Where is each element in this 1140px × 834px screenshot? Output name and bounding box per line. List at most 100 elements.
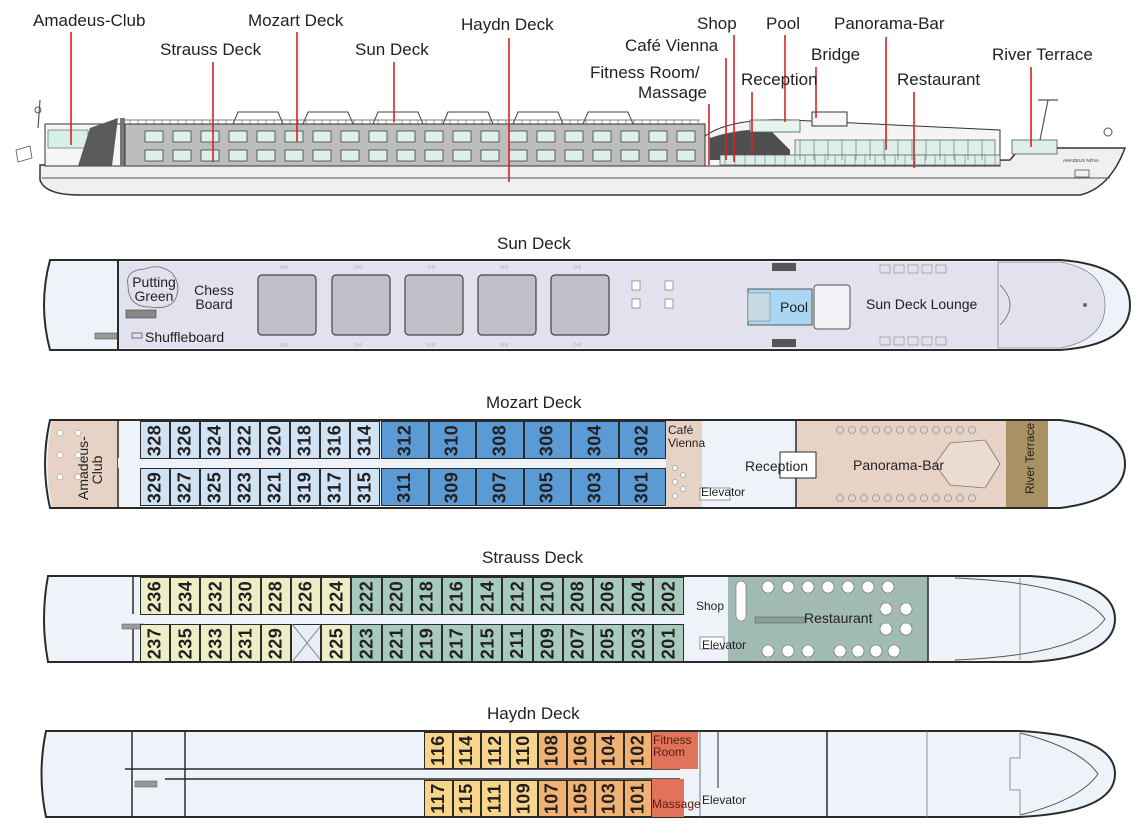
cabin-234[interactable]: 234 (170, 577, 201, 615)
cabin-empty[interactable] (291, 624, 322, 662)
cabin-109[interactable]: 109 (509, 780, 538, 817)
cabin-number: 320 (264, 424, 285, 456)
cabin-number: 236 (144, 580, 165, 612)
sun-canopy (331, 274, 391, 336)
cabin-322[interactable]: 322 (230, 421, 260, 459)
sun-deck-plan: ○○○○○○○○○○○○○○○○○○○○ Putting Green Chess… (0, 255, 1140, 355)
cabin-204[interactable]: 204 (623, 577, 654, 615)
cabin-201[interactable]: 201 (653, 624, 684, 662)
cabin-number: 115 (456, 783, 477, 814)
cabin-326[interactable]: 326 (170, 421, 200, 459)
cabin-114[interactable]: 114 (452, 732, 481, 769)
cabin-117[interactable]: 117 (424, 780, 453, 817)
cabin-229[interactable]: 229 (260, 624, 291, 662)
cabin-311[interactable]: 311 (381, 468, 429, 506)
cabin-number: 201 (657, 627, 678, 659)
cabin-number: 228 (265, 580, 286, 612)
cabin-111[interactable]: 111 (481, 780, 510, 817)
cabin-205[interactable]: 205 (593, 624, 624, 662)
cabin-number: 322 (234, 424, 255, 456)
cabin-112[interactable]: 112 (481, 732, 510, 769)
cabin-215[interactable]: 215 (472, 624, 503, 662)
cabin-221[interactable]: 221 (381, 624, 412, 662)
cabin-110[interactable]: 110 (509, 732, 538, 769)
cabin-235[interactable]: 235 (170, 624, 201, 662)
cabin-211[interactable]: 211 (502, 624, 533, 662)
cabin-323[interactable]: 323 (230, 468, 260, 506)
cabin-210[interactable]: 210 (532, 577, 563, 615)
cabin-115[interactable]: 115 (452, 780, 481, 817)
cabin-207[interactable]: 207 (562, 624, 593, 662)
cabin-324[interactable]: 324 (200, 421, 230, 459)
cabin-304[interactable]: 304 (571, 421, 619, 459)
reception-label: Reception (745, 458, 809, 474)
cabin-104[interactable]: 104 (595, 732, 624, 769)
cabin-309[interactable]: 309 (428, 468, 476, 506)
cabin-315[interactable]: 315 (350, 468, 380, 506)
cabin-107[interactable]: 107 (538, 780, 567, 817)
cabin-212[interactable]: 212 (502, 577, 533, 615)
cabin-206[interactable]: 206 (593, 577, 624, 615)
cabin-220[interactable]: 220 (381, 577, 412, 615)
cabin-233[interactable]: 233 (200, 624, 231, 662)
cabin-231[interactable]: 231 (230, 624, 261, 662)
cabin-102[interactable]: 102 (623, 732, 652, 769)
cabin-219[interactable]: 219 (411, 624, 442, 662)
cabin-209[interactable]: 209 (532, 624, 563, 662)
cabin-number: 231 (235, 627, 256, 659)
cabin-225[interactable]: 225 (321, 624, 352, 662)
cabin-321[interactable]: 321 (260, 468, 290, 506)
cabin-106[interactable]: 106 (566, 732, 595, 769)
cabin-216[interactable]: 216 (442, 577, 473, 615)
cabin-316[interactable]: 316 (320, 421, 350, 459)
cabin-305[interactable]: 305 (523, 468, 571, 506)
cabin-314[interactable]: 314 (350, 421, 380, 459)
cabin-232[interactable]: 232 (200, 577, 231, 615)
cabin-223[interactable]: 223 (351, 624, 382, 662)
cabin-217[interactable]: 217 (442, 624, 473, 662)
cabin-222[interactable]: 222 (351, 577, 382, 615)
cabin-328[interactable]: 328 (140, 421, 170, 459)
cabin-228[interactable]: 228 (260, 577, 291, 615)
cabin-320[interactable]: 320 (260, 421, 290, 459)
cabin-236[interactable]: 236 (140, 577, 171, 615)
cabin-number: 324 (204, 424, 225, 456)
cabin-202[interactable]: 202 (653, 577, 684, 615)
cabin-208[interactable]: 208 (562, 577, 593, 615)
cabin-302[interactable]: 302 (618, 421, 666, 459)
cabin-number: 310 (441, 424, 462, 456)
cabin-105[interactable]: 105 (566, 780, 595, 817)
cabin-307[interactable]: 307 (476, 468, 524, 506)
cabin-203[interactable]: 203 (623, 624, 654, 662)
cabin-number: 102 (627, 734, 648, 767)
cabin-308[interactable]: 308 (476, 421, 524, 459)
cabin-101[interactable]: 101 (623, 780, 652, 817)
cabin-310[interactable]: 310 (428, 421, 476, 459)
cabin-237[interactable]: 237 (140, 624, 171, 662)
cabin-103[interactable]: 103 (595, 780, 624, 817)
cabin-319[interactable]: 319 (290, 468, 320, 506)
cabin-301[interactable]: 301 (618, 468, 666, 506)
cabin-224[interactable]: 224 (321, 577, 352, 615)
cabin-230[interactable]: 230 (230, 577, 261, 615)
mozart-elevator-label: Elevator (701, 485, 746, 499)
cabin-318[interactable]: 318 (290, 421, 320, 459)
haydn-deck-title: Haydn Deck (487, 704, 580, 723)
cabin-number: 315 (354, 471, 375, 503)
cabin-306[interactable]: 306 (523, 421, 571, 459)
cabin-312[interactable]: 312 (381, 421, 429, 459)
svg-text:○○: ○○ (354, 342, 362, 349)
cabin-226[interactable]: 226 (291, 577, 322, 615)
cabin-325[interactable]: 325 (200, 468, 230, 506)
cabin-214[interactable]: 214 (472, 577, 503, 615)
cabin-number: 312 (394, 424, 415, 456)
cabin-317[interactable]: 317 (320, 468, 350, 506)
cabin-number: 217 (446, 627, 467, 659)
cabin-116[interactable]: 116 (424, 732, 453, 769)
cabin-327[interactable]: 327 (170, 468, 200, 506)
cabin-218[interactable]: 218 (411, 577, 442, 615)
cabin-number: 209 (537, 627, 558, 659)
cabin-329[interactable]: 329 (140, 468, 170, 506)
cabin-303[interactable]: 303 (571, 468, 619, 506)
cabin-108[interactable]: 108 (538, 732, 567, 769)
